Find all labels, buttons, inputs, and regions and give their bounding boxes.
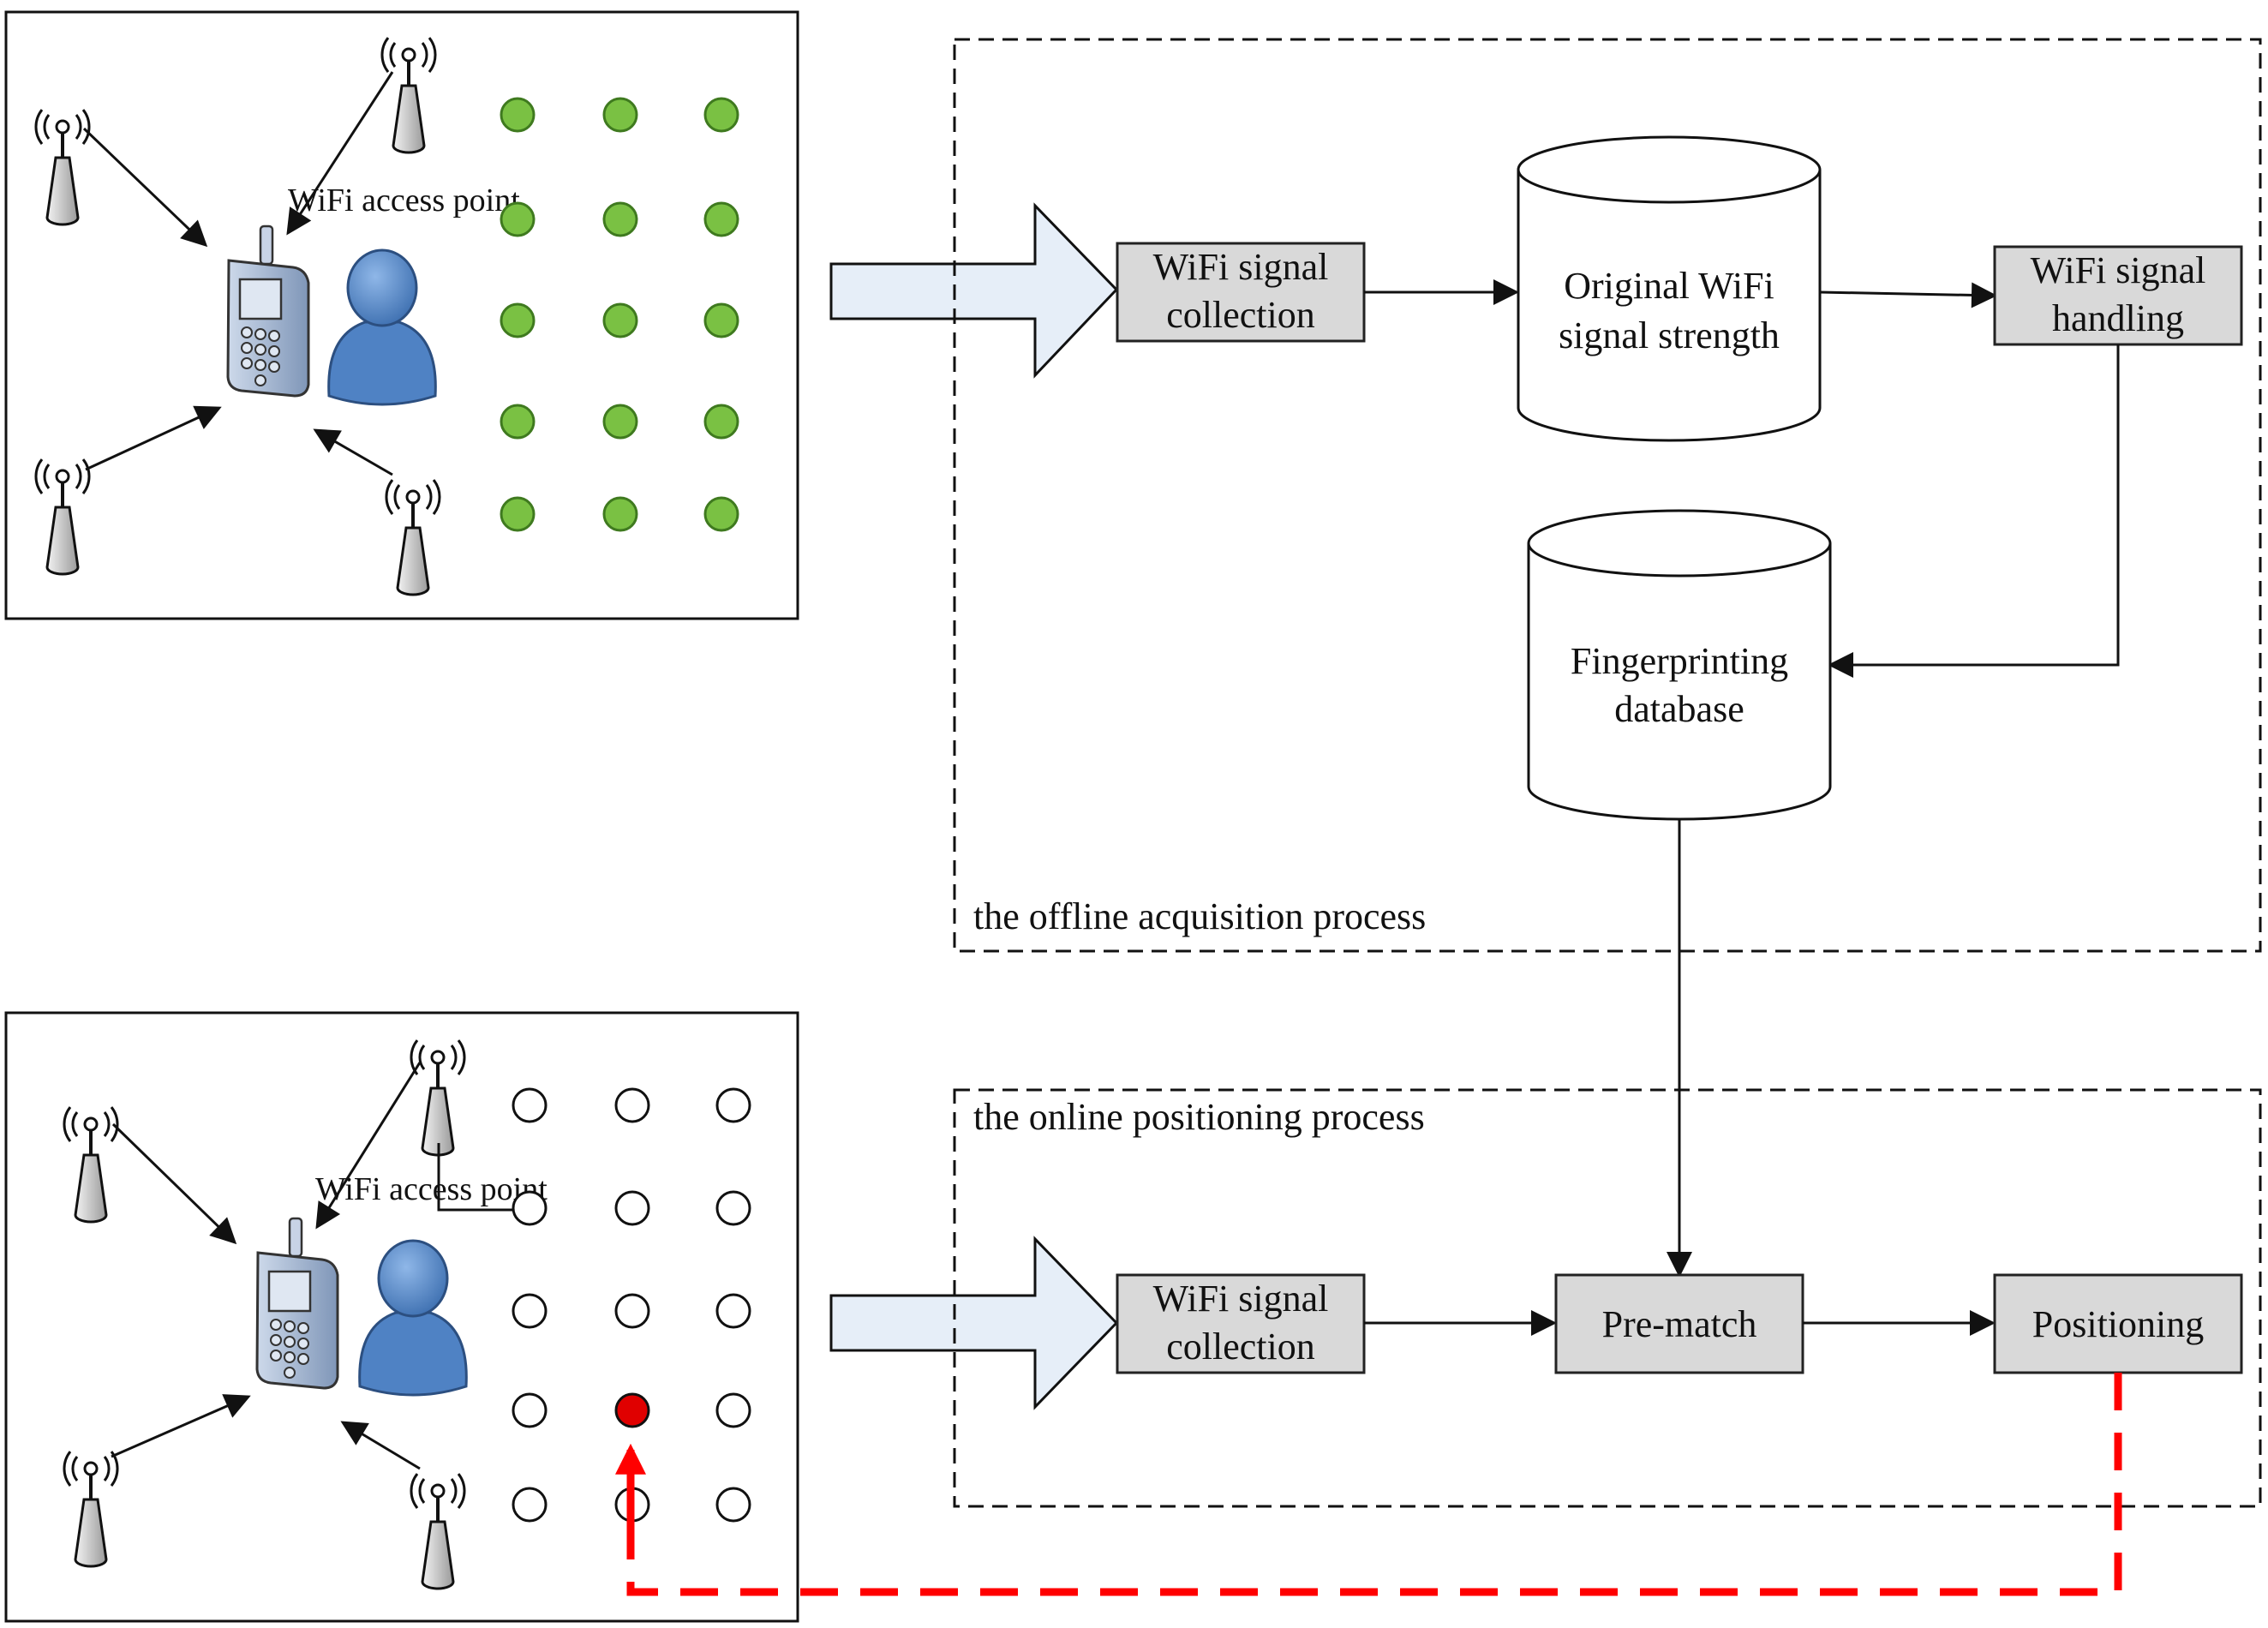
reference-point <box>715 1293 751 1329</box>
offline-ap-label: WiFi access point <box>288 183 520 218</box>
offline-section: WiFi access point <box>4 10 799 620</box>
online-process-region <box>953 1088 2262 1508</box>
reference-point <box>500 404 536 440</box>
reference-point <box>512 1392 548 1428</box>
signal-arrow <box>111 1122 237 1245</box>
offline-collection-label: WiFi signal <box>1153 246 1329 288</box>
signal-arrow <box>82 127 208 248</box>
online-collection-label: WiFi signal <box>1153 1278 1329 1320</box>
fingerprint-db-label: Fingerprinting <box>1571 640 1788 682</box>
online-reference-grid <box>512 1087 751 1523</box>
positioning-box <box>1993 1273 2243 1374</box>
reference-point <box>614 1087 650 1123</box>
fingerprint-database <box>1527 509 1832 821</box>
online-signal-arrows <box>111 1062 422 1470</box>
reference-point <box>602 496 638 532</box>
reference-point <box>715 1487 751 1523</box>
online-ap-label: WiFi access point <box>315 1171 548 1207</box>
reference-point <box>602 404 638 440</box>
reference-point <box>602 201 638 237</box>
positioning-label: Positioning <box>2032 1303 2205 1345</box>
reference-point <box>715 1392 751 1428</box>
reference-point <box>512 1087 548 1123</box>
offline-process-region <box>953 38 2262 953</box>
flow-arrow <box>1828 344 2120 678</box>
reference-point <box>614 1293 650 1329</box>
reference-point <box>500 201 536 237</box>
reference-point <box>715 1087 751 1123</box>
ap-leader-line <box>437 1143 514 1212</box>
handling-label: WiFi signal <box>2031 249 2206 291</box>
handling-box <box>1993 245 2243 346</box>
reference-point <box>703 496 739 532</box>
prematch-label: Pre-match <box>1602 1303 1757 1345</box>
online-input-arrow <box>829 1236 1119 1410</box>
signal-arrow <box>85 405 222 471</box>
signal-arrow <box>111 1394 251 1458</box>
reference-point <box>602 97 638 133</box>
signal-arrow <box>340 1421 421 1470</box>
signal-arrow <box>313 428 393 476</box>
offline-signal-arrows <box>82 71 394 476</box>
signal-arrow <box>286 71 394 236</box>
original-db-label: signal strength <box>1559 314 1780 356</box>
offline-reference-grid <box>500 97 739 532</box>
flow-arrow <box>1819 282 1997 308</box>
online-region-label: the online positioning process <box>973 1096 1425 1138</box>
original-signal-database <box>1517 135 1822 442</box>
signal-arrow <box>315 1062 422 1230</box>
reference-point <box>703 302 739 338</box>
reference-point <box>500 302 536 338</box>
fingerprint-db-label: database <box>1614 688 1744 730</box>
handling-label: handling <box>2052 297 2184 339</box>
reference-point <box>500 97 536 133</box>
reference-point <box>602 302 638 338</box>
online-collection-label: collection <box>1166 1326 1315 1368</box>
reference-point <box>614 1190 650 1226</box>
reference-point <box>512 1487 548 1523</box>
reference-point <box>703 201 739 237</box>
online-collection-box <box>1116 1273 1366 1374</box>
original-db-label: Original WiFi <box>1564 265 1774 307</box>
online-section: WiFi access point <box>4 1011 799 1623</box>
positioning-result-path <box>626 1373 2122 1596</box>
reference-point <box>703 97 739 133</box>
reference-point <box>703 404 739 440</box>
offline-input-arrow <box>829 202 1119 379</box>
reference-point <box>512 1190 548 1226</box>
offline-collection-label: collection <box>1166 294 1315 336</box>
located-point <box>614 1392 650 1428</box>
reference-point <box>715 1190 751 1226</box>
reference-point <box>512 1293 548 1329</box>
offline-region-label: the offline acquisition process <box>973 895 1426 937</box>
offline-collection-box <box>1116 242 1366 343</box>
reference-point <box>500 496 536 532</box>
